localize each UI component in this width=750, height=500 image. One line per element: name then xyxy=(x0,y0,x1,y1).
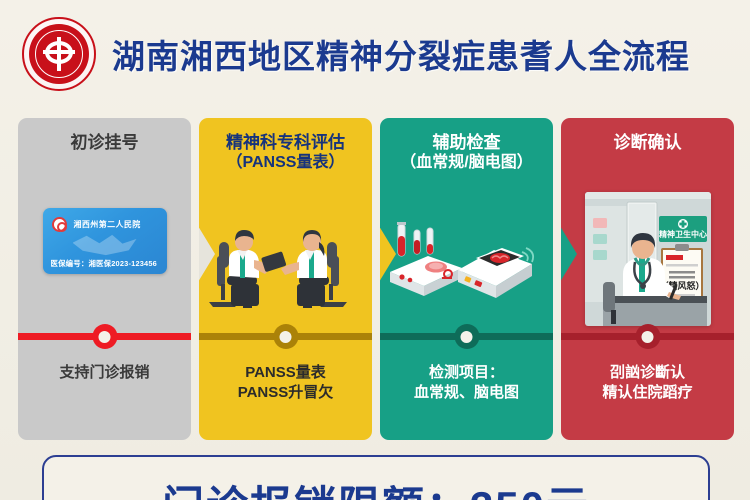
page-title: 湖南湘西地区精神分裂症患耆人全流程 xyxy=(112,38,690,75)
chevron-right-icon-1 xyxy=(190,226,191,282)
timeline-node-3[interactable] xyxy=(454,324,479,349)
svg-text:精神卫生中心: 精神卫生中心 xyxy=(659,229,707,239)
panel-title-psych-assessment: 精神科专科评估 （PANSS量表） xyxy=(199,132,372,173)
panel-art-clinicians xyxy=(199,190,372,330)
flow-panel-registration[interactable]: 初诊挂号 湘西州第二人民院 医保编号：湘医保2023-123456 支持门诊报销 xyxy=(18,118,191,440)
flow-panel-diagnosis-confirm[interactable]: 诊断确认 xyxy=(561,118,734,440)
insurance-card-emblem-icon xyxy=(72,234,137,256)
panel-art-lab-equipment xyxy=(380,190,553,330)
reimbursement-banner: 门诊报销限额：350元 xyxy=(42,455,710,500)
seal-inner-ring xyxy=(35,30,83,78)
panel-title-registration: 初诊挂号 xyxy=(70,133,139,152)
panel-title-diagnosis-confirm: 诊断确认 xyxy=(613,133,682,152)
panel-caption-psych-assessment: PANSS量表 PANSS升冒欠 xyxy=(199,363,372,404)
chevron-right-icon-3 xyxy=(552,226,553,282)
poster-header: 湖南湘西地区精神分裂症患耆人全流程 xyxy=(0,0,750,108)
panel-title-main-3: 辅助检查 xyxy=(432,133,501,152)
eeg-monitor xyxy=(458,247,535,298)
flow-panel-psych-assessment[interactable]: 精神科专科评估 （PANSS量表） xyxy=(199,118,372,440)
panel-title-sub-3: （血常规/脑电图） xyxy=(400,154,533,172)
process-flow: 初诊挂号 湘西州第二人民院 医保编号：湘医保2023-123456 支持门诊报销… xyxy=(18,118,734,440)
seal-emblem-horizontal xyxy=(43,50,75,54)
insurance-card: 湘西州第二人民院 医保编号：湘医保2023-123456 xyxy=(42,208,167,274)
panel-caption-auxiliary-exam: 检测项目： 血常规、脑电图 xyxy=(380,363,553,404)
doctor-illustration: 精神卫生中心 （精风怒） xyxy=(584,192,711,326)
seal-emblem-vertical xyxy=(57,37,61,71)
panel-caption-line2-4: 精认住院蹈疗 xyxy=(602,384,693,402)
panel-caption-line1-3: 检测项目： xyxy=(428,364,504,381)
panel-art-doctor-scene: 精神卫生中心 （精风怒） xyxy=(561,190,734,330)
timeline-node-4[interactable] xyxy=(635,324,660,349)
lab-equipment-illustration xyxy=(390,222,535,298)
panel-caption-line2-3: 血常规、脑电图 xyxy=(413,384,519,402)
panel-art-insurance-card: 湘西州第二人民院 医保编号：湘医保2023-123456 xyxy=(18,190,191,330)
chevron-notch-icon-3 xyxy=(380,227,396,281)
timeline-node-1[interactable] xyxy=(92,324,117,349)
insurance-card-hospital: 湘西州第二人民院 xyxy=(73,220,141,229)
flow-panel-auxiliary-exam[interactable]: 辅助检查 （血常规/脑电图） xyxy=(380,118,553,440)
chevron-notch-icon-2 xyxy=(199,227,215,281)
panel-caption-line1-2: PANSS量表 xyxy=(245,364,326,381)
panel-caption-line1-4: 刟訩诊斷认 xyxy=(609,364,685,381)
panel-title-auxiliary-exam: 辅助检查 （血常规/脑电图） xyxy=(380,132,553,173)
reimbursement-banner-text: 门诊报销限额：350元 xyxy=(44,473,708,500)
panel-title-sub-2: （PANSS量表） xyxy=(226,154,345,172)
panel-caption-line2-2: PANSS升冒欠 xyxy=(237,384,334,402)
blood-analyzer xyxy=(390,256,462,296)
test-tube-group xyxy=(397,222,434,257)
timeline-node-2[interactable] xyxy=(273,324,298,349)
panel-caption-registration: 支持门诊报销 xyxy=(59,364,150,381)
seal-cross-emblem xyxy=(42,37,76,71)
chevron-right-icon-2 xyxy=(371,226,372,282)
chevron-notch-icon-4 xyxy=(561,227,577,281)
panel-title-main-2: 精神科专科评估 xyxy=(226,133,345,152)
svg-text:（精风怒）: （精风怒） xyxy=(659,280,704,291)
hospital-seal-logo xyxy=(22,17,96,91)
insurance-card-logo-icon xyxy=(51,217,67,232)
insurance-card-number: 医保编号：湘医保2023-123456 xyxy=(50,259,157,268)
doctor-office-scene: 精神卫生中心 （精风怒） xyxy=(584,192,711,326)
two-clinicians-illustration xyxy=(209,230,347,308)
panel-caption-diagnosis-confirm: 刟訩诊斷认 精认住院蹈疗 xyxy=(561,363,734,404)
